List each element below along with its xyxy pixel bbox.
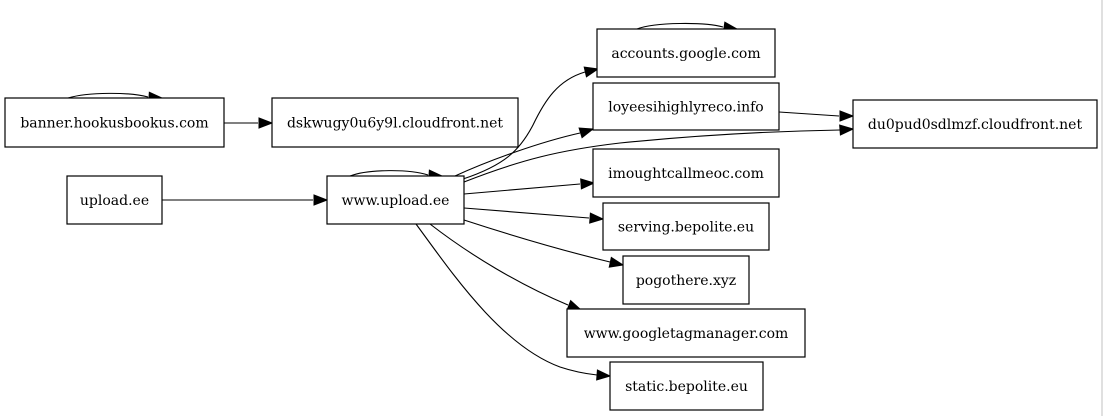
edge-wwwupload-to-imought <box>463 178 596 195</box>
node-static: static.bepolite.eu <box>609 361 764 411</box>
edge-line <box>463 219 611 263</box>
node-box <box>596 28 776 78</box>
node-pogothere: pogothere.xyz <box>622 255 750 305</box>
edge-line <box>463 129 841 183</box>
edge-line <box>636 22 724 30</box>
node-label: dskwugy0u6y9l.cloudfront.net <box>287 116 503 132</box>
node-box <box>602 202 770 251</box>
node-du0pud: du0pud0sdlmzf.cloudfront.net <box>852 99 1098 149</box>
node-label: upload.ee <box>80 193 149 209</box>
edge-line <box>429 223 569 306</box>
arrowhead-icon <box>608 256 625 268</box>
edge-banner-to-dskwugy <box>224 117 274 129</box>
node-imought: imoughtcallmeoc.com <box>592 148 780 198</box>
edge-line <box>463 207 590 219</box>
node-box <box>852 99 1098 149</box>
node-box <box>609 361 764 411</box>
arrowhead-icon <box>583 66 600 78</box>
node-label: static.bepolite.eu <box>625 379 748 395</box>
edge-wwwupload-to-du0pud <box>463 124 855 183</box>
node-label: banner.hookusbookus.com <box>20 116 208 132</box>
node-serving: serving.bepolite.eu <box>602 202 770 251</box>
edge-wwwupload-to-loyeesi <box>454 127 595 177</box>
node-dskwugy: dskwugy0u6y9l.cloudfront.net <box>271 97 519 148</box>
node-label: serving.bepolite.eu <box>618 220 754 236</box>
node-label: imoughtcallmeoc.com <box>608 166 764 182</box>
node-upload: upload.ee <box>66 175 163 225</box>
node-label: loyeesihighlyreco.info <box>608 100 763 116</box>
edge-wwwupload-to-gtm <box>429 223 583 311</box>
node-gtm: www.googletagmanager.com <box>566 308 806 358</box>
node-label: accounts.google.com <box>611 46 760 62</box>
right-border <box>1101 0 1103 416</box>
edge-line <box>778 111 840 117</box>
node-loyeesi: loyeesihighlyreco.info <box>592 82 780 131</box>
node-box <box>66 175 163 225</box>
node-label: www.googletagmanager.com <box>584 326 789 342</box>
edge-line <box>463 183 581 195</box>
node-accounts: accounts.google.com <box>596 28 776 78</box>
node-box <box>592 148 780 198</box>
edge-line <box>67 92 149 99</box>
node-box <box>566 308 806 358</box>
arrowhead-icon <box>580 178 596 190</box>
edge-wwwupload-to-pogothere <box>463 219 625 268</box>
node-wwwupload: www.upload.ee <box>326 175 465 225</box>
edge-line <box>454 132 581 177</box>
node-box <box>622 255 750 305</box>
edge-line <box>415 223 598 376</box>
arrowhead-icon <box>313 194 329 206</box>
arrowhead-icon <box>258 117 274 129</box>
node-box <box>4 97 225 148</box>
node-box <box>592 82 780 131</box>
edge-wwwupload-to-static <box>415 223 612 381</box>
edge-wwwupload-to-serving <box>463 207 605 224</box>
edge-upload-to-wwwupload <box>162 194 329 206</box>
edge-line <box>462 71 586 180</box>
arrowhead-icon <box>839 124 855 136</box>
arrowhead-icon <box>839 110 855 122</box>
arrowhead-icon <box>578 127 595 139</box>
edge-line <box>349 170 429 177</box>
node-box <box>326 175 465 225</box>
node-banner: banner.hookusbookus.com <box>4 97 225 148</box>
edge-loyeesi-to-du0pud <box>778 110 855 122</box>
arrowhead-icon <box>589 212 605 224</box>
node-label: www.upload.ee <box>342 193 450 209</box>
node-box <box>271 97 519 148</box>
node-label: pogothere.xyz <box>636 273 736 289</box>
edge-wwwupload-to-accounts <box>462 66 600 180</box>
node-label: du0pud0sdlmzf.cloudfront.net <box>868 117 1083 133</box>
arrowhead-icon <box>596 369 612 381</box>
